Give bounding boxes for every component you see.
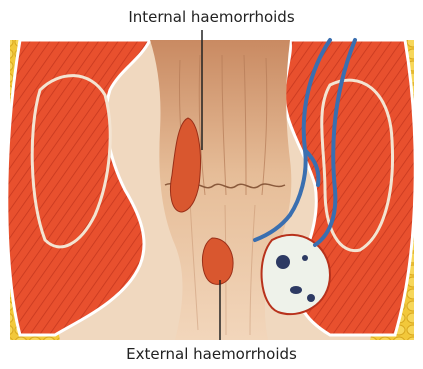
illustration-frame — [7, 40, 415, 340]
external-sphincter — [262, 235, 330, 314]
